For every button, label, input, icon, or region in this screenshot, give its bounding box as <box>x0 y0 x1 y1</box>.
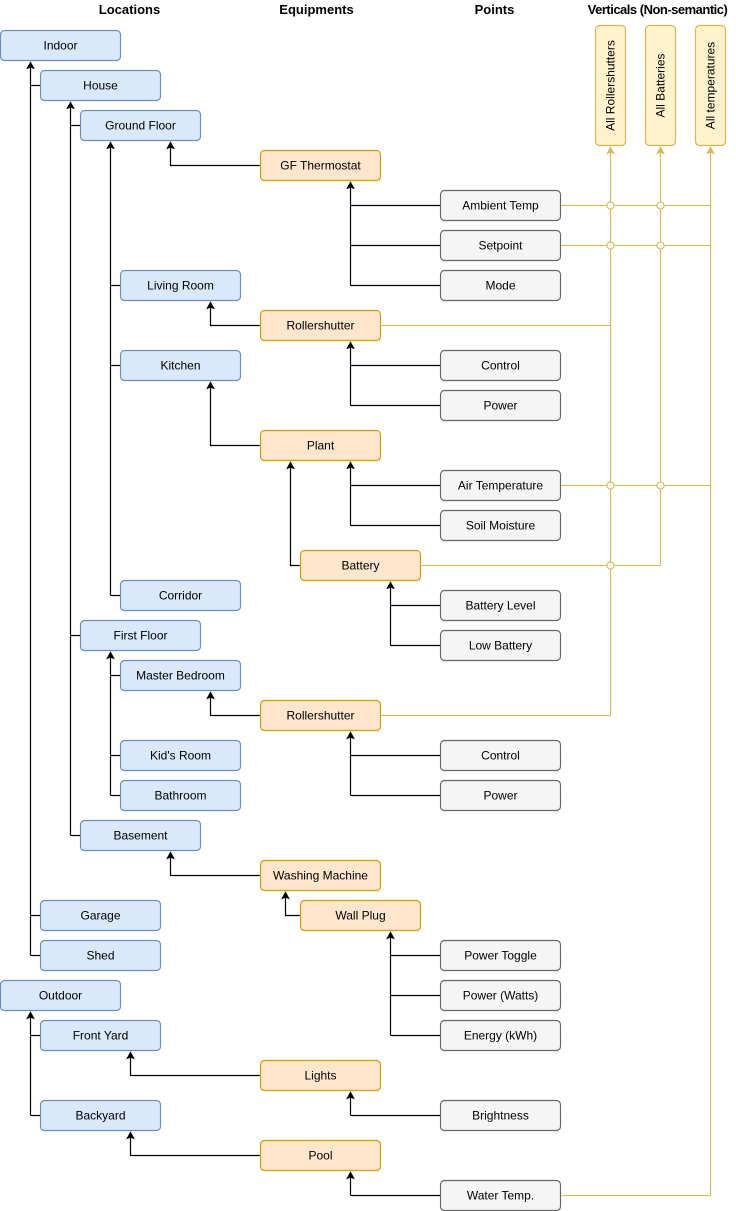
svg-text:All temperatures: All temperatures <box>703 42 717 129</box>
svg-text:Verticals (Non-semantic): Verticals (Non-semantic) <box>588 2 728 17</box>
svg-text:Power (Watts): Power (Watts) <box>463 988 539 1002</box>
svg-text:All Rollershutters: All Rollershutters <box>603 40 617 131</box>
svg-text:Garage: Garage <box>80 908 120 922</box>
svg-text:Power: Power <box>483 788 517 802</box>
svg-text:Ambient Temp: Ambient Temp <box>462 198 539 212</box>
svg-text:Rollershutter: Rollershutter <box>286 708 354 722</box>
svg-text:Kid's Room: Kid's Room <box>150 748 211 762</box>
svg-text:Brightness: Brightness <box>472 1108 529 1122</box>
svg-text:Ground Floor: Ground Floor <box>105 118 176 132</box>
svg-text:Washing Machine: Washing Machine <box>273 868 368 882</box>
svg-text:All Batteries: All Batteries <box>653 53 667 117</box>
svg-text:Living Room: Living Room <box>147 278 214 292</box>
svg-text:Rollershutter: Rollershutter <box>286 318 354 332</box>
svg-text:Kitchen: Kitchen <box>160 358 200 372</box>
svg-text:Lights: Lights <box>304 1068 336 1082</box>
svg-text:Battery: Battery <box>341 558 379 572</box>
svg-text:GF Thermostat: GF Thermostat <box>280 158 361 172</box>
svg-text:Pool: Pool <box>308 1148 332 1162</box>
svg-text:Equipments: Equipments <box>279 2 353 17</box>
svg-text:Master Bedroom: Master Bedroom <box>136 668 225 682</box>
svg-text:First Floor: First Floor <box>114 628 168 642</box>
svg-text:Basement: Basement <box>113 828 168 842</box>
svg-text:Mode: Mode <box>485 278 515 292</box>
svg-text:Power: Power <box>483 398 517 412</box>
svg-text:Energy (kWh): Energy (kWh) <box>464 1028 537 1042</box>
svg-text:Wall Plug: Wall Plug <box>335 908 385 922</box>
svg-text:Control: Control <box>481 358 520 372</box>
svg-text:Water Temp.: Water Temp. <box>467 1188 534 1202</box>
svg-text:Bathroom: Bathroom <box>154 788 206 802</box>
svg-text:Backyard: Backyard <box>75 1108 125 1122</box>
svg-text:House: House <box>83 78 118 92</box>
svg-text:Low Battery: Low Battery <box>469 638 532 652</box>
svg-text:Corridor: Corridor <box>159 588 202 602</box>
svg-text:Battery Level: Battery Level <box>465 598 535 612</box>
svg-text:Locations: Locations <box>99 2 160 17</box>
svg-text:Soil Moisture: Soil Moisture <box>466 518 536 532</box>
svg-text:Front Yard: Front Yard <box>73 1028 129 1042</box>
svg-text:Outdoor: Outdoor <box>39 988 82 1002</box>
svg-text:Indoor: Indoor <box>43 38 77 52</box>
svg-text:Setpoint: Setpoint <box>478 238 523 252</box>
svg-text:Power Toggle: Power Toggle <box>464 948 537 962</box>
svg-text:Control: Control <box>481 748 520 762</box>
svg-text:Plant: Plant <box>307 438 335 452</box>
svg-text:Points: Points <box>475 2 515 17</box>
svg-text:Air Temperature: Air Temperature <box>458 478 543 492</box>
svg-text:Shed: Shed <box>86 948 114 962</box>
